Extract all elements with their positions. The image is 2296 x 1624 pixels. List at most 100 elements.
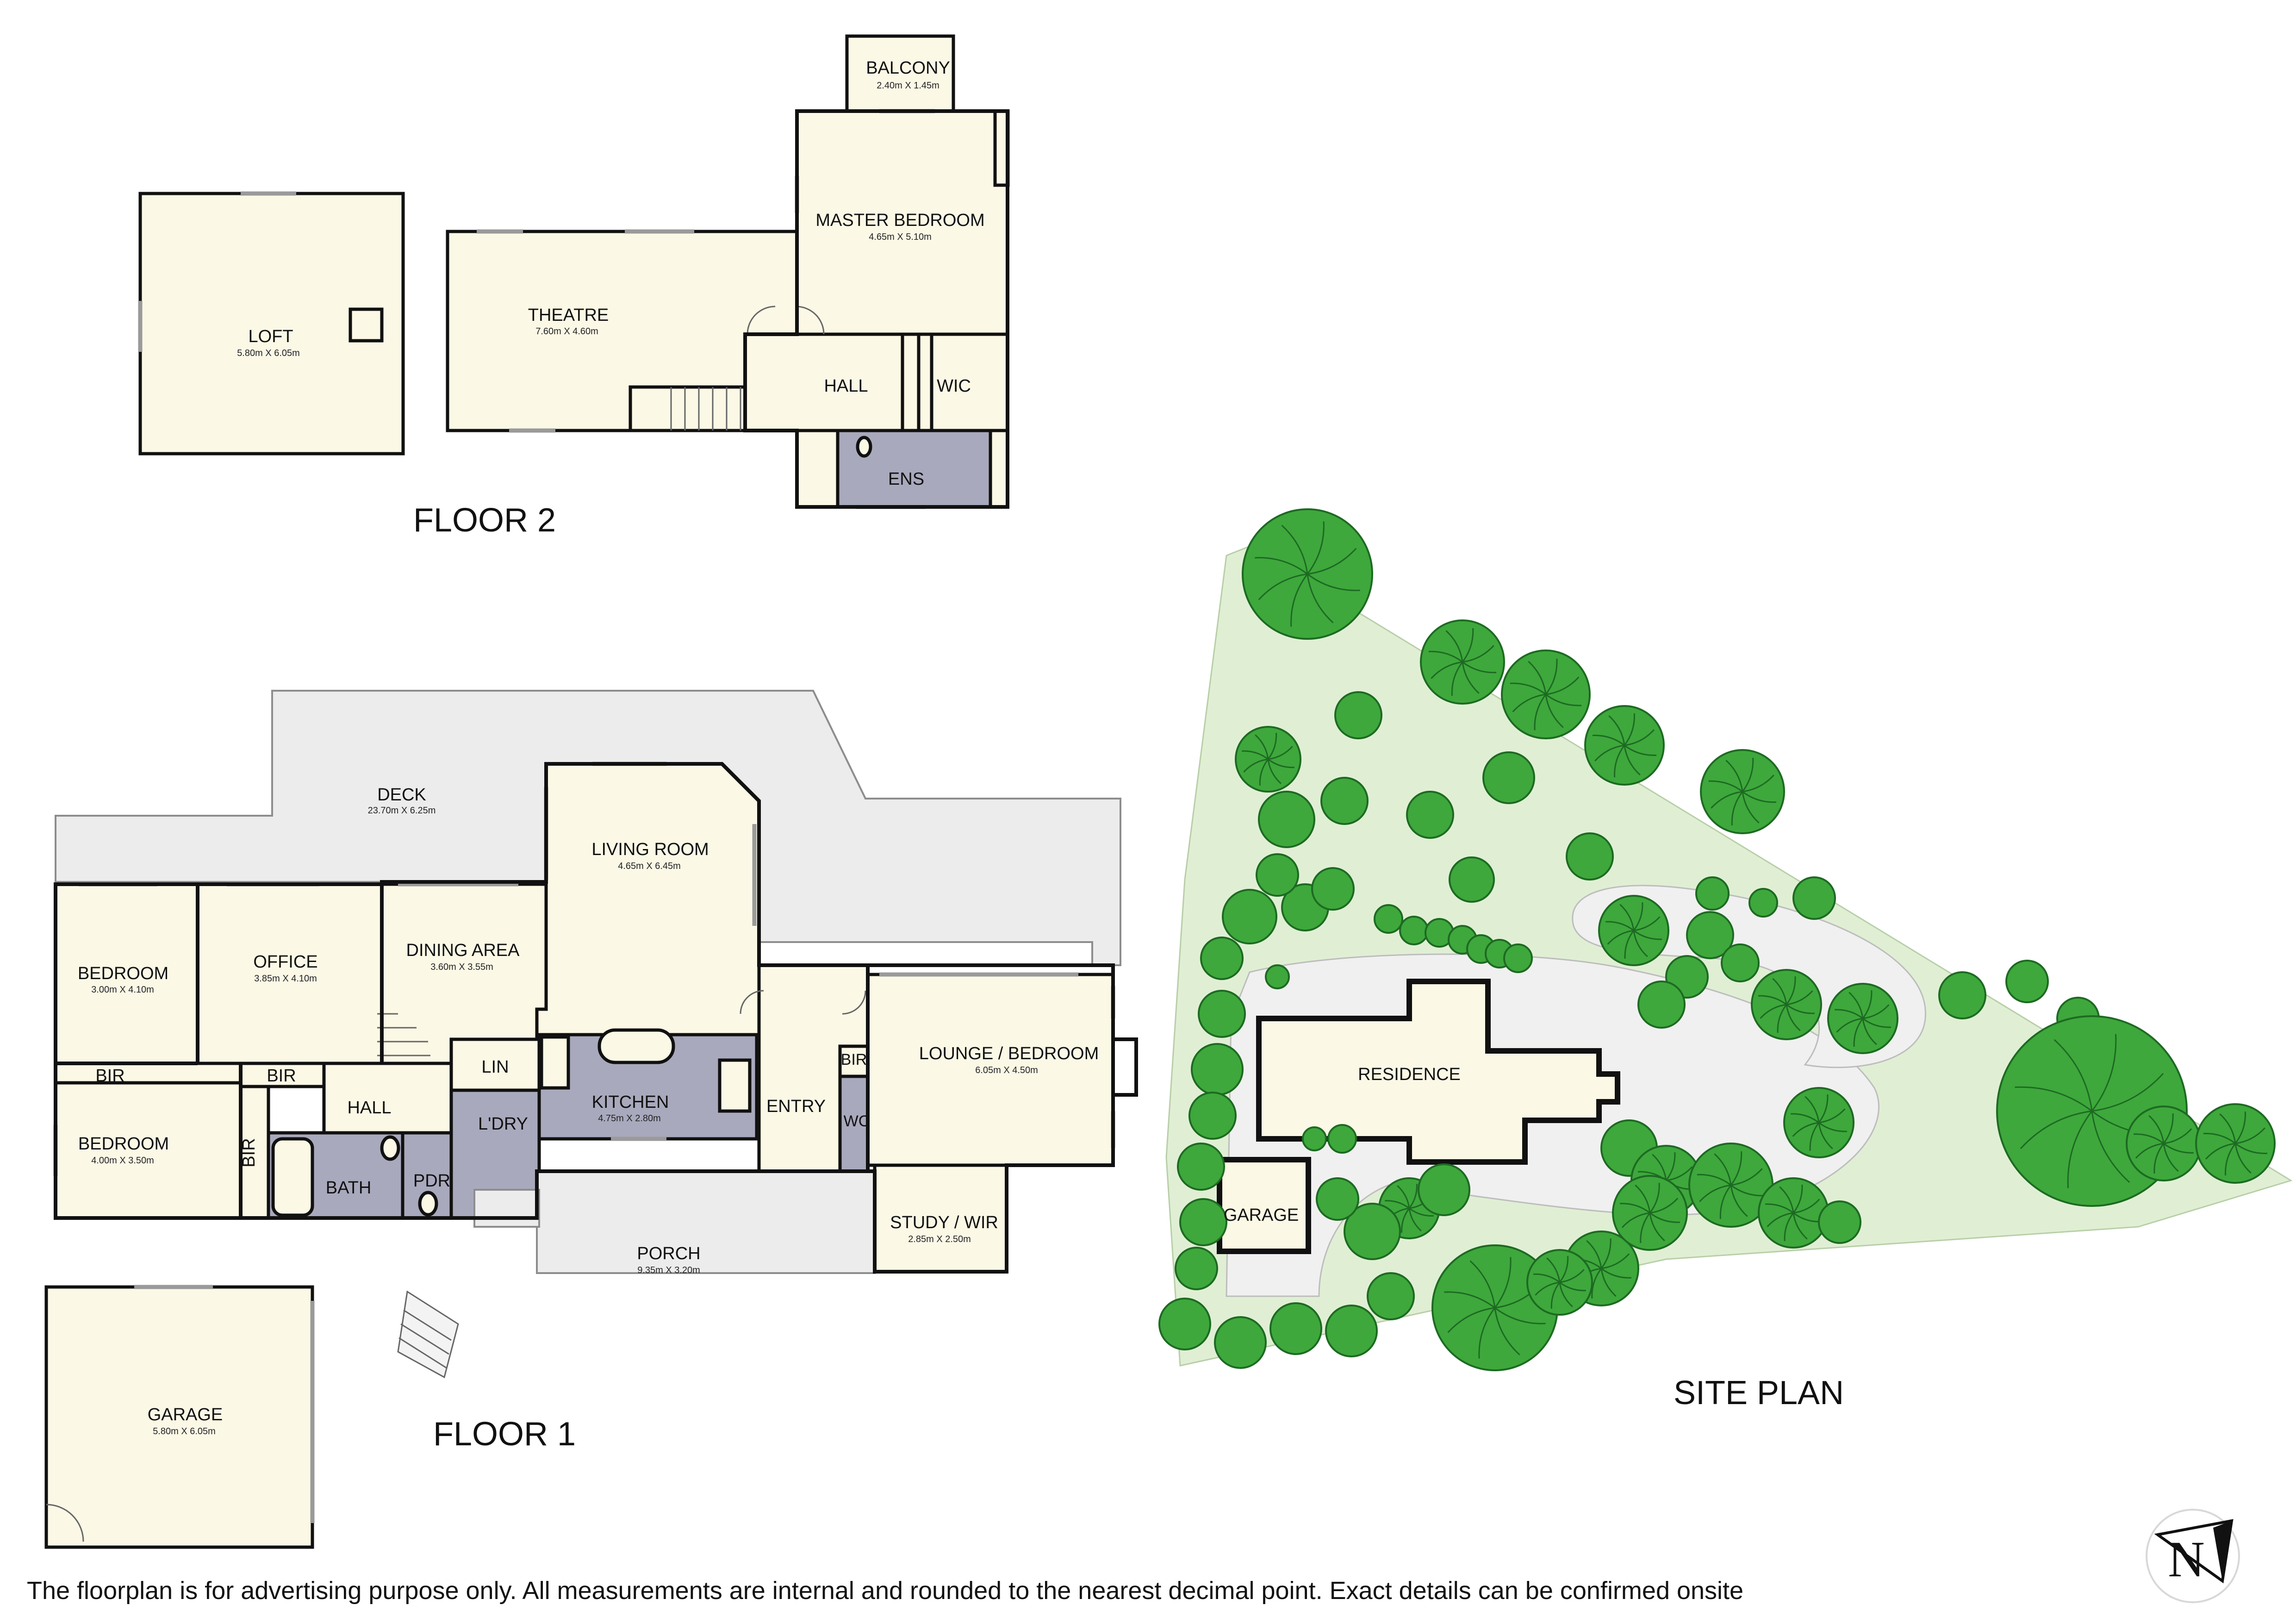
study-size: 2.85m X 2.50m xyxy=(908,1234,971,1244)
site-garage-label: GARAGE xyxy=(1224,1206,1299,1225)
north-arrow-icon: N xyxy=(2146,1509,2240,1603)
tree-icon xyxy=(1374,904,1403,934)
bir1-room xyxy=(54,1062,243,1085)
deck-label: DECK xyxy=(377,785,426,805)
tree-branch xyxy=(1268,746,1293,760)
tree-icon xyxy=(2005,960,2049,1003)
tree-branch xyxy=(1786,1004,1815,1014)
tree-branch xyxy=(1594,744,1625,762)
bath-label: BATH xyxy=(326,1178,372,1198)
tree-branch xyxy=(1545,694,1564,728)
tree-branch xyxy=(1408,1184,1418,1209)
tree-branch xyxy=(2235,1143,2268,1154)
tree-icon xyxy=(1566,832,1614,881)
tree-icon xyxy=(1177,1143,1225,1191)
bir4-label: BIR xyxy=(841,1051,867,1068)
tree-branch xyxy=(1786,976,1796,1005)
tree-icon xyxy=(1320,777,1369,825)
theatre-size: 7.60m X 4.60m xyxy=(535,326,598,337)
tree-branch xyxy=(1545,676,1580,695)
tree-branch xyxy=(1697,1174,1731,1186)
tree-branch xyxy=(1624,744,1657,756)
tree-branch xyxy=(1640,1212,1651,1243)
tree-branch xyxy=(1649,1198,1679,1214)
tree-branch xyxy=(1401,1208,1410,1233)
tree-icon xyxy=(1792,876,1836,920)
master-bedroom-size: 4.65m X 5.10m xyxy=(869,232,932,242)
tree-branch xyxy=(1469,1260,1496,1308)
tree-branch xyxy=(1267,759,1282,784)
tree-branch xyxy=(2020,1110,2092,1149)
tree-branch xyxy=(1835,1009,1863,1019)
garage-f1-label: GARAGE xyxy=(148,1405,223,1424)
tree-icon xyxy=(1325,1305,1378,1357)
tree-branch xyxy=(1621,1212,1650,1228)
tree-branch xyxy=(1792,1212,1808,1240)
tree-branch xyxy=(1792,1122,1819,1137)
ldry-label: L'DRY xyxy=(478,1114,528,1134)
tree-branch xyxy=(2225,1143,2236,1176)
tree-branch xyxy=(1281,525,1308,575)
tree-icon xyxy=(1637,981,1686,1029)
tree-branch xyxy=(2091,1073,2164,1112)
tree-icon xyxy=(1316,1177,1359,1221)
lounge-bedroom-room xyxy=(866,973,1115,1167)
tree-branch xyxy=(1818,1108,1846,1124)
kitchen-size: 4.75m X 2.80m xyxy=(598,1113,661,1124)
floor1-outer-wall xyxy=(54,762,1115,1274)
tree-branch xyxy=(1268,758,1294,768)
tree-branch xyxy=(1624,713,1635,746)
master-bedroom-label: MASTER BEDROOM xyxy=(815,211,984,230)
tree-branch xyxy=(1510,682,1546,695)
hall-f2 xyxy=(743,332,904,432)
hall-f1-label: HALL xyxy=(347,1098,391,1118)
tree-icon xyxy=(1258,791,1315,848)
entry-label: ENTRY xyxy=(766,1097,826,1116)
tree-branch xyxy=(1699,1184,1731,1202)
porch-label: PORCH xyxy=(637,1244,700,1263)
study-label: STUDY / WIR xyxy=(890,1213,998,1232)
porch-area xyxy=(536,1170,876,1274)
tree-icon xyxy=(1269,1302,1322,1355)
tree-icon xyxy=(1198,990,1246,1038)
tree-branch xyxy=(1836,1018,1863,1033)
tree-branch xyxy=(2163,1113,2174,1144)
tree-branch xyxy=(1708,780,1743,793)
balcony-size: 2.40m X 1.45m xyxy=(877,81,940,91)
tree-icon xyxy=(1158,1298,1211,1350)
tree-branch xyxy=(1730,1151,1742,1186)
tree-branch xyxy=(1462,661,1497,674)
tree-icon xyxy=(1191,1043,1244,1096)
bedroom2-label: BEDROOM xyxy=(78,1134,169,1154)
tree-branch xyxy=(1758,995,1787,1006)
tree-icon xyxy=(1748,888,1778,918)
tree-branch xyxy=(1462,645,1494,663)
tree-branch xyxy=(1451,662,1463,696)
tree-branch xyxy=(1431,661,1463,679)
north-letter: N xyxy=(2168,1531,2204,1587)
tree-icon xyxy=(1399,916,1429,945)
porch-size: 9.35m X 3.20m xyxy=(637,1265,700,1275)
tree-branch xyxy=(1649,1212,1665,1242)
tree-branch xyxy=(1767,1212,1794,1227)
living-room xyxy=(535,762,761,1041)
tree-branch xyxy=(1862,1018,1891,1028)
tree-icon xyxy=(1344,1203,1401,1260)
tree-branch xyxy=(1494,1307,1520,1355)
hall-f2-label: HALL xyxy=(824,376,868,396)
tree-branch xyxy=(1633,902,1643,931)
bir3-label: BIR xyxy=(239,1138,259,1167)
tree-branch xyxy=(1614,745,1625,778)
tree-branch xyxy=(2163,1143,2194,1154)
balcony-room xyxy=(845,34,955,113)
tree-branch xyxy=(1307,574,1334,624)
tree-branch xyxy=(1730,1168,1763,1186)
tree-branch xyxy=(1242,750,1269,760)
tree-branch xyxy=(1760,1004,1787,1019)
tree-branch xyxy=(1786,1004,1801,1031)
tree-branch xyxy=(1719,1185,1732,1219)
bir2-room xyxy=(239,1062,326,1088)
tree-icon xyxy=(1482,751,1535,804)
tree-branch xyxy=(1534,694,1547,731)
tree-branch xyxy=(1818,1122,1833,1149)
